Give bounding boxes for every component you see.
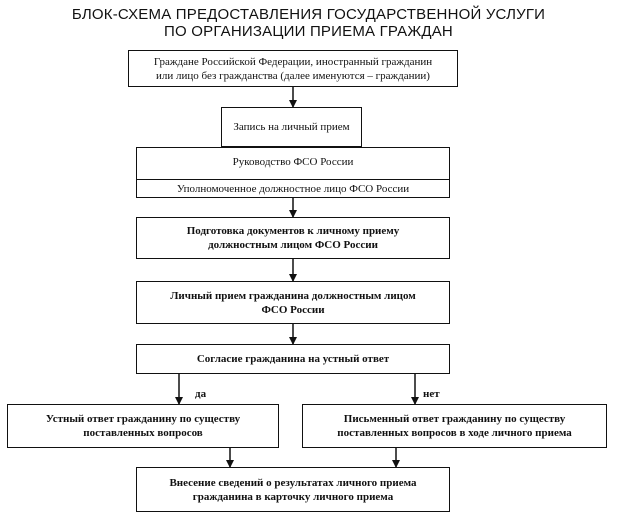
- citizens-line-2: или лицо без гражданства (далее именуютс…: [156, 69, 430, 82]
- preparation-box: Подготовка документов к личному приему д…: [136, 217, 450, 259]
- written-answer-box: Письменный ответ гражданину по существу …: [302, 404, 607, 448]
- leadership-bottom-label: Уполномоченное должностное лицо ФСО Росс…: [176, 183, 410, 195]
- diagram-title-line-2: ПО ОРГАНИЗАЦИИ ПРИЕМА ГРАЖДАН: [164, 23, 453, 40]
- preparation-line-2: должностным лицом ФСО России: [208, 239, 378, 251]
- oral-line-2: поставленных вопросов: [83, 427, 203, 439]
- citizens-line-1: Граждане Российской Федерации, иностранн…: [153, 55, 433, 68]
- branch-label-no: нет: [423, 388, 440, 400]
- consent-label: Согласие гражданина на устный ответ: [196, 353, 390, 365]
- written-line-1: Письменный ответ гражданину по существу: [343, 413, 566, 425]
- preparation-line-1: Подготовка документов к личному приему: [186, 225, 400, 237]
- oral-answer-box: Устный ответ гражданину по существу пост…: [7, 404, 279, 448]
- oral-line-1: Устный ответ гражданину по существу: [45, 413, 241, 425]
- reception-line-2: ФСО России: [261, 303, 325, 316]
- diagram-title-line-1: БЛОК-СХЕМА ПРЕДОСТАВЛЕНИЯ ГОСУДАРСТВЕННО…: [71, 6, 546, 23]
- branch-label-yes: да: [195, 388, 207, 400]
- record-line-1: Внесение сведений о результатах личного …: [169, 476, 417, 489]
- written-line-2: поставленных вопросов в ходе личного при…: [337, 427, 572, 439]
- leadership-top-label: Руководство ФСО России: [232, 156, 354, 168]
- appointment-box: Запись на личный прием: [221, 107, 362, 147]
- leadership-box: Руководство ФСО России Уполномоченное до…: [136, 147, 450, 198]
- leadership-divider: [137, 179, 449, 180]
- record-box: Внесение сведений о результатах личного …: [136, 467, 450, 512]
- appointment-label: Запись на личный прием: [233, 121, 350, 133]
- record-line-2: гражданина в карточку личного приема: [192, 490, 394, 503]
- reception-line-1: Личный прием гражданина должностным лицо…: [170, 289, 416, 302]
- citizens-box: Граждане Российской Федерации, иностранн…: [128, 50, 458, 87]
- consent-box: Согласие гражданина на устный ответ: [136, 344, 450, 374]
- reception-box: Личный прием гражданина должностным лицо…: [136, 281, 450, 324]
